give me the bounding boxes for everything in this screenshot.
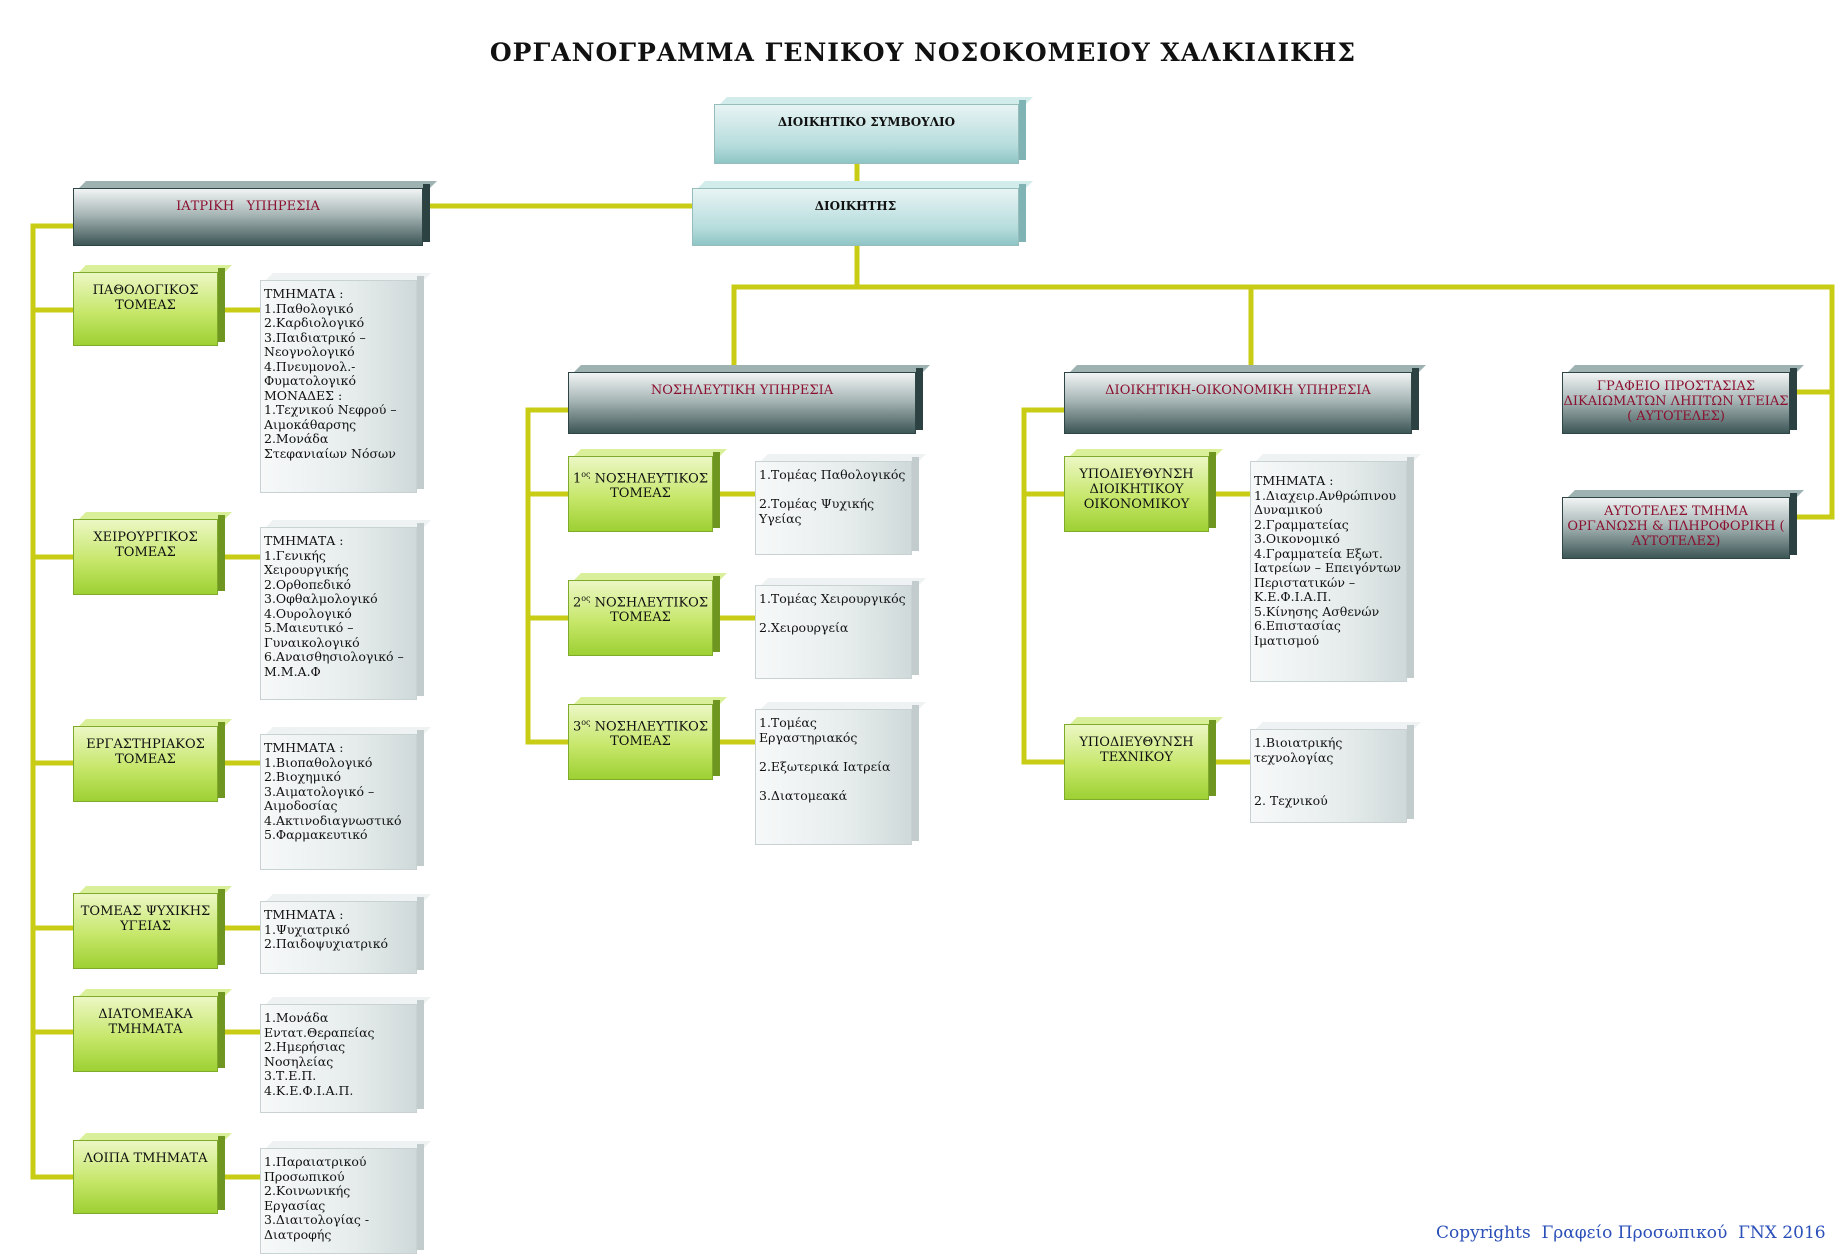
admin-subdirectorate-box: ΥΠΟΔΙΕΥΘΥΝΣΗ ΔΙΟΙΚΗΤΙΚΟΥ ΟΙΚΟΝΟΜΙΚΟΥ [1064,452,1216,532]
nursing-details-box: 1.Τομέας Χειρουργικός 2.Χειρουργεία [755,581,919,679]
nursing-service-label: ΝΟΣΗΛΕΥΤΙΚΗ ΥΠΗΡΕΣΙΑ [568,372,916,434]
medical-details-box: 1.Μονάδα Εντατ.Θεραπείας 2.Ημερήσιας Νοσ… [260,1000,424,1113]
medical-details-box: ΤΜΗΜΑΤΑ : 1.Παθολογικό 2.Καρδιολογικό 3.… [260,276,424,493]
admin-subdirectorate-label: ΥΠΟΔΙΕΥΘΥΝΣΗ ΔΙΟΙΚΗΤΙΚΟΥ ΟΙΚΟΝΟΜΙΚΟΥ [1064,456,1209,532]
admin-details-box: ΤΜΗΜΑΤΑ : 1.Διαχειρ.Ανθρώπινου Δυναμικού… [1250,457,1414,682]
nursing-sector-box: 1ος ΝΟΣΗΛΕΥΤΙΚΟΣ ΤΟΜΕΑΣ [568,452,720,532]
admin-service-box: ΔΙΟΙΚΗΤΙΚΗ-ΟΙΚΟΝΟΜΙΚΗ ΥΠΗΡΕΣΙΑ [1064,368,1419,434]
nursing-sector-box: 3ος ΝΟΣΗΛΕΥΤΙΚΟΣ ΤΟΜΕΑΣ [568,700,720,780]
patient-rights-office-box: ΓΡΑΦΕΙΟ ΠΡΟΣΤΑΣΙΑΣ ΔΙΚΑΙΩΜΑΤΩΝ ΛΗΠΤΩΝ ΥΓ… [1562,368,1797,434]
admin-service-label: ΔΙΟΙΚΗΤΙΚΗ-ΟΙΚΟΝΟΜΙΚΗ ΥΠΗΡΕΣΙΑ [1064,372,1412,434]
medical-sector-label: ΕΡΓΑΣΤΗΡΙΑΚΟΣ ΤΟΜΕΑΣ [73,726,218,802]
nursing-details-text: 1.Τομέας Παθολογικός 2.Τομέας Ψυχικής Υγ… [755,461,912,555]
medical-details-text: ΤΜΗΜΑΤΑ : 1.Γενικής Χειρουργικής 2.Ορθοπ… [260,527,417,700]
sector-ordinal: ος [581,594,591,603]
admin-details-text: ΤΜΗΜΑΤΑ : 1.Διαχειρ.Ανθρώπινου Δυναμικού… [1250,461,1407,682]
nursing-sector-label: 1ος ΝΟΣΗΛΕΥΤΙΚΟΣ ΤΟΜΕΑΣ [568,456,713,532]
medical-sector-box: ΛΟΙΠΑ ΤΜΗΜΑΤΑ [73,1136,225,1214]
medical-details-box: ΤΜΗΜΑΤΑ : 1.Γενικής Χειρουργικής 2.Ορθοπ… [260,523,424,700]
admin-subdirectorate-label: ΥΠΟΔΙΕΥΘΥΝΣΗ ΤΕΧΝΙΚΟΥ [1064,724,1209,800]
medical-details-text: 1.Παραιατρικού Προσωπικού 2.Κοινωνικής Ε… [260,1148,417,1254]
medical-service-box: ΙΑΤΡΙΚΗ ΥΠΗΡΕΣΙΑ [73,184,430,246]
board-box: ΔΙΟΙΚΗΤΙΚΟ ΣΥΜΒΟΥΛΙΟ [714,100,1026,164]
admin-details-text: 1.Βιοιατρικής τεχνολογίας 2. Τεχνικού [1250,729,1407,823]
medical-details-box: ΤΜΗΜΑΤΑ : 1.Βιοπαθολογικό 2.Βιοχημικό 3.… [260,730,424,870]
nursing-details-text: 1.Τομέας Εργαστηριακός 2.Εξωτερικά Ιατρε… [755,709,912,845]
nursing-details-box: 1.Τομέας Εργαστηριακός 2.Εξωτερικά Ιατρε… [755,705,919,845]
sector-ordinal: ος [581,718,591,727]
nursing-details-box: 1.Τομέας Παθολογικός 2.Τομέας Ψυχικής Υγ… [755,457,919,555]
medical-sector-label: ΤΟΜΕΑΣ ΨΥΧΙΚΗΣ ΥΓΕΙΑΣ [73,893,218,969]
medical-details-text: 1.Μονάδα Εντατ.Θεραπείας 2.Ημερήσιας Νοσ… [260,1004,417,1113]
nursing-details-text: 1.Τομέας Χειρουργικός 2.Χειρουργεία [755,585,912,679]
sector-number: 2 [572,595,582,611]
board-label: ΔΙΟΙΚΗΤΙΚΟ ΣΥΜΒΟΥΛΙΟ [714,104,1019,164]
medical-details-text: ΤΜΗΜΑΤΑ : 1.Παθολογικό 2.Καρδιολογικό 3.… [260,280,417,493]
medical-details-text: ΤΜΗΜΑΤΑ : 1.Ψυχιατρικό 2.Παιδοψυχιατρικό [260,901,417,974]
nursing-service-box: ΝΟΣΗΛΕΥΤΙΚΗ ΥΠΗΡΕΣΙΑ [568,368,923,434]
page-title: ΟΡΓΑΝΟΓΡΑΜΜΑ ΓΕΝΙΚΟΥ ΝΟΣΟΚΟΜΕΙΟΥ ΧΑΛΚΙΔΙ… [489,38,1357,67]
medical-sector-label: ΔΙΑΤΟΜΕΑΚΑ ΤΜΗΜΑΤΑ [73,996,218,1072]
copyright-notice: Copyrights Γραφείο Προσωπικού ΓΝΧ 2016 [1436,1223,1826,1243]
sector-name: ΝΟΣΗΛΕΥΤΙΚΟΣ ΤΟΜΕΑΣ [590,471,709,502]
director-label: ΔΙΟΙΚΗΤΗΣ [692,188,1019,246]
informatics-dept-box: ΑΥΤΟΤΕΛΕΣ ΤΜΗΜΑ ΟΡΓΑΝΩΣΗ & ΠΛΗΡΟΦΟΡΙΚΗ (… [1562,493,1797,559]
director-box: ΔΙΟΙΚΗΤΗΣ [692,184,1026,246]
medical-sector-box: ΕΡΓΑΣΤΗΡΙΑΚΟΣ ΤΟΜΕΑΣ [73,722,225,802]
nursing-sector-label: 2ος ΝΟΣΗΛΕΥΤΙΚΟΣ ΤΟΜΕΑΣ [568,580,713,656]
admin-subdirectorate-box: ΥΠΟΔΙΕΥΘΥΝΣΗ ΤΕΧΝΙΚΟΥ [1064,720,1216,800]
medical-sector-box: ΔΙΑΤΟΜΕΑΚΑ ΤΜΗΜΑΤΑ [73,992,225,1072]
sector-number: 3 [572,719,582,735]
patient-rights-office-label: ΓΡΑΦΕΙΟ ΠΡΟΣΤΑΣΙΑΣ ΔΙΚΑΙΩΜΑΤΩΝ ΛΗΠΤΩΝ ΥΓ… [1562,372,1790,434]
nursing-sector-label: 3ος ΝΟΣΗΛΕΥΤΙΚΟΣ ΤΟΜΕΑΣ [568,704,713,780]
medical-sector-box: ΠΑΘΟΛΟΓΙΚΟΣ ΤΟΜΕΑΣ [73,268,225,346]
sector-number: 1 [572,471,582,487]
medical-sector-label: ΛΟΙΠΑ ΤΜΗΜΑΤΑ [73,1140,218,1214]
medical-service-label: ΙΑΤΡΙΚΗ ΥΠΗΡΕΣΙΑ [73,188,423,246]
admin-details-box: 1.Βιοιατρικής τεχνολογίας 2. Τεχνικού [1250,725,1414,823]
sector-name: ΝΟΣΗΛΕΥΤΙΚΟΣ ΤΟΜΕΑΣ [590,719,709,750]
medical-sector-box: ΤΟΜΕΑΣ ΨΥΧΙΚΗΣ ΥΓΕΙΑΣ [73,889,225,969]
medical-sector-box: ΧΕΙΡΟΥΡΓΙΚΟΣ ΤΟΜΕΑΣ [73,515,225,595]
medical-details-box: ΤΜΗΜΑΤΑ : 1.Ψυχιατρικό 2.Παιδοψυχιατρικό [260,897,424,974]
sector-ordinal: ος [581,470,591,479]
medical-details-box: 1.Παραιατρικού Προσωπικού 2.Κοινωνικής Ε… [260,1144,424,1254]
nursing-sector-box: 2ος ΝΟΣΗΛΕΥΤΙΚΟΣ ΤΟΜΕΑΣ [568,576,720,656]
medical-details-text: ΤΜΗΜΑΤΑ : 1.Βιοπαθολογικό 2.Βιοχημικό 3.… [260,734,417,870]
sector-name: ΝΟΣΗΛΕΥΤΙΚΟΣ ΤΟΜΕΑΣ [590,595,709,626]
medical-sector-label: ΧΕΙΡΟΥΡΓΙΚΟΣ ΤΟΜΕΑΣ [73,519,218,595]
informatics-dept-label: ΑΥΤΟΤΕΛΕΣ ΤΜΗΜΑ ΟΡΓΑΝΩΣΗ & ΠΛΗΡΟΦΟΡΙΚΗ (… [1562,497,1790,559]
medical-sector-label: ΠΑΘΟΛΟΓΙΚΟΣ ΤΟΜΕΑΣ [73,272,218,346]
